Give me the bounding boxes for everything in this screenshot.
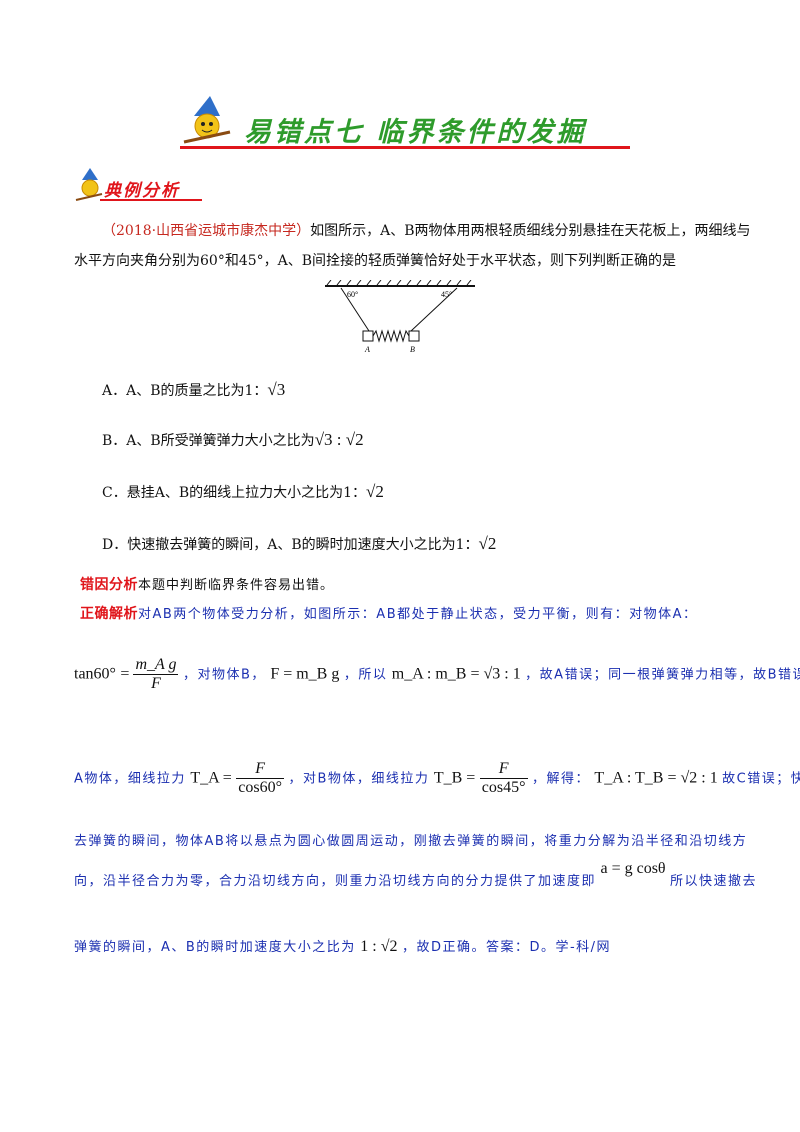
analysis-p5a: 弹簧的瞬间，A、B的瞬时加速度大小之比为 — [74, 940, 356, 955]
option-b-math: √3 : √2 — [314, 430, 364, 449]
question-stem-1: 如图所示，A、B两物体用两根轻质细线分别悬挂在天花板上，两细线与 — [310, 223, 751, 239]
analysis-line-4: 向，沿半径合力为零，合力沿切线方向，则重力沿切线方向的分力提供了加速度即 a =… — [74, 860, 758, 890]
label-a: A — [364, 345, 370, 354]
analysis-p4: 向，沿半径合力为零，合力沿切线方向，则重力沿切线方向的分力提供了加速度即 — [74, 874, 597, 889]
eq-tb-lhs: T_B = — [433, 769, 476, 787]
error-analysis: 错因分析本题中判断临界条件容易出错。 — [80, 574, 334, 594]
label-b: B — [410, 345, 415, 354]
analysis-t8: 所以快速撤去 — [670, 874, 758, 889]
eq-mass-ratio: m_A : m_B = √3 : 1 — [391, 665, 521, 683]
analysis-t4: A物体，细线拉力 — [74, 771, 186, 787]
analysis-t2: ，所以 — [343, 667, 388, 683]
analysis-p5b: ，故D正确。答案：D。学-科/网 — [401, 940, 612, 955]
section-title: 典例分析 — [104, 181, 180, 201]
eq-tension-ratio: T_A : T_B = √2 : 1 — [594, 769, 718, 787]
question-line-1: （2018·山西省运城市康杰中学）如图所示，A、B两物体用两根轻质细线分别悬挂在… — [102, 220, 751, 240]
option-d-math: √2 — [478, 534, 497, 553]
block-b — [408, 330, 420, 342]
analysis-t1: ，对物体B， — [182, 667, 266, 683]
option-c-text: C．悬挂A、B的细线上拉力大小之比为1： — [102, 485, 367, 501]
analysis-t7: 故C错误；快速撤 — [722, 771, 800, 787]
option-a-math: √3 — [267, 380, 286, 399]
question-source: （2018·山西省运城市康杰中学） — [102, 223, 311, 239]
analysis-t6: ，解得： — [531, 771, 590, 787]
section-underline — [100, 199, 202, 201]
error-analysis-tag: 错因分析 — [80, 577, 138, 593]
error-analysis-text: 本题中判断临界条件容易出错。 — [138, 578, 335, 593]
option-b-text: B．A、B所受弹簧弹力大小之比为 — [102, 433, 315, 449]
section-heading: 典例分析 — [74, 168, 254, 202]
correct-analysis-line-1: 正确解析对AB两个物体受力分析，如图所示：AB都处于静止状态，受力平衡，则有：对… — [80, 603, 698, 623]
angle-left-label: 60° — [347, 290, 358, 299]
spring — [372, 329, 410, 343]
correct-analysis-tag: 正确解析 — [80, 606, 138, 622]
eq-fb: F = m_B g — [270, 665, 340, 683]
wizard-mascot-small-icon — [75, 168, 103, 201]
option-b: B．A、B所受弹簧弹力大小之比为√3 : √2 — [102, 430, 364, 450]
eq-acceleration: a = g cosθ — [600, 860, 666, 877]
option-a: A．A、B的质量之比为1：√3 — [102, 380, 285, 400]
option-d: D．快速撤去弹簧的瞬间，A、B的瞬时加速度大小之比为1：√2 — [102, 534, 496, 554]
chapter-title: 易错点七 临界条件的发掘 — [180, 96, 630, 150]
analysis-line-5: 弹簧的瞬间，A、B的瞬时加速度大小之比为 1 : √2 ，故D正确。答案：D。学… — [74, 936, 611, 956]
option-c-math: √2 — [366, 482, 384, 501]
title-underline — [180, 146, 630, 149]
analysis-p1: 对AB两个物体受力分析，如图所示：AB都处于静止状态，受力平衡，则有：对物体A： — [138, 607, 698, 622]
block-a — [362, 330, 374, 342]
question-stem-2: 水平方向夹角分别为60°和45°，A、B间拴接的轻质弹簧恰好处于水平状态，则下列… — [74, 253, 677, 269]
eq-ta-lhs: T_A = — [190, 769, 232, 787]
title-text: 易错点七 临界条件的发掘 — [244, 117, 587, 148]
physics-figure: 60° 45° A B — [325, 280, 475, 354]
eq-tan-lhs: tan60° — [74, 665, 116, 683]
option-d-text: D．快速撤去弹簧的瞬间，A、B的瞬时加速度大小之比为1： — [102, 537, 479, 553]
eq-final-ratio: 1 : √2 — [360, 938, 398, 955]
analysis-t5: ，对B物体，细线拉力 — [288, 771, 430, 787]
option-c: C．悬挂A、B的细线上拉力大小之比为1：√2 — [102, 482, 384, 502]
wizard-mascot-icon — [183, 96, 231, 144]
analysis-p3: 去弹簧的瞬间，物体AB将以悬点为圆心做圆周运动，刚撤去弹簧的瞬间，将重力分解为沿… — [74, 834, 748, 849]
option-a-text: A．A、B的质量之比为1： — [102, 383, 268, 399]
analysis-t3: ，故A错误；同一根弹簧弹力相等，故B错误；对 — [525, 667, 800, 683]
angle-right-label: 45° — [441, 290, 452, 299]
